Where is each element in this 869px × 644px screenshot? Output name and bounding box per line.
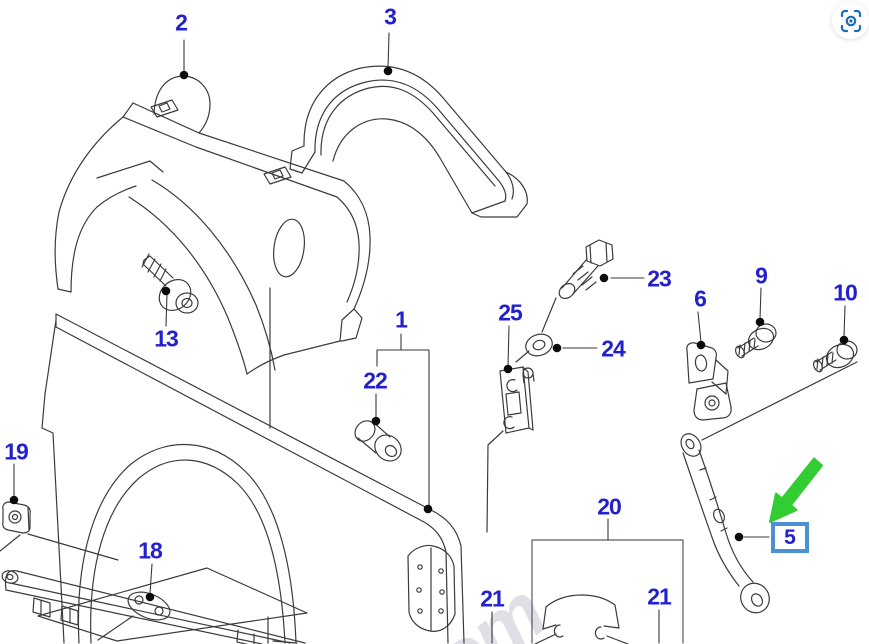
wheelhouse-liner-drawing bbox=[54, 75, 371, 375]
callout-5-label: 5 bbox=[784, 526, 796, 549]
callout-21-left[interactable]: 21 bbox=[480, 585, 505, 612]
clip-nut-19-drawing bbox=[0, 501, 119, 561]
highlight-arrow bbox=[769, 457, 823, 523]
quarter-panel-drawing bbox=[37, 287, 465, 644]
washer-24-drawing bbox=[515, 333, 553, 363]
callout-22[interactable]: 22 bbox=[363, 367, 388, 394]
callout-19[interactable]: 19 bbox=[4, 438, 29, 465]
sill-rail-drawing bbox=[1, 569, 306, 644]
fender-flare-drawing bbox=[289, 65, 528, 218]
leader-lines bbox=[13, 32, 846, 644]
screw-9-drawing bbox=[734, 323, 777, 359]
callout-13[interactable]: 13 bbox=[154, 325, 179, 352]
region-screenshot-icon bbox=[840, 9, 861, 32]
callout-9[interactable]: 9 bbox=[755, 262, 768, 289]
screw-10-drawing bbox=[812, 340, 858, 373]
screw-13-drawing bbox=[141, 253, 199, 314]
brace-5-drawing bbox=[680, 361, 858, 614]
callout-1[interactable]: 1 bbox=[395, 306, 408, 333]
bracket-25-drawing bbox=[486, 366, 535, 533]
callout-21-right[interactable]: 21 bbox=[647, 583, 672, 610]
region-screenshot-button[interactable] bbox=[832, 2, 869, 39]
callout-23[interactable]: 23 bbox=[647, 265, 672, 292]
bracket-6-drawing bbox=[686, 342, 732, 421]
callout-3[interactable]: 3 bbox=[384, 3, 397, 30]
callout-2[interactable]: 2 bbox=[175, 9, 188, 36]
callout-18[interactable]: 18 bbox=[138, 537, 163, 564]
grommet-22-drawing bbox=[354, 420, 402, 462]
callout-25[interactable]: 25 bbox=[498, 299, 523, 326]
callout-10[interactable]: 10 bbox=[833, 279, 858, 306]
callout-24[interactable]: 24 bbox=[601, 335, 626, 362]
bolt-23-drawing bbox=[541, 239, 614, 333]
callout-20[interactable]: 20 bbox=[597, 493, 622, 520]
callout-5-selected[interactable]: 5 bbox=[771, 522, 809, 553]
callout-6[interactable]: 6 bbox=[694, 285, 707, 312]
saddle-bracket-drawing bbox=[534, 594, 629, 644]
leader-dots bbox=[9, 66, 849, 602]
